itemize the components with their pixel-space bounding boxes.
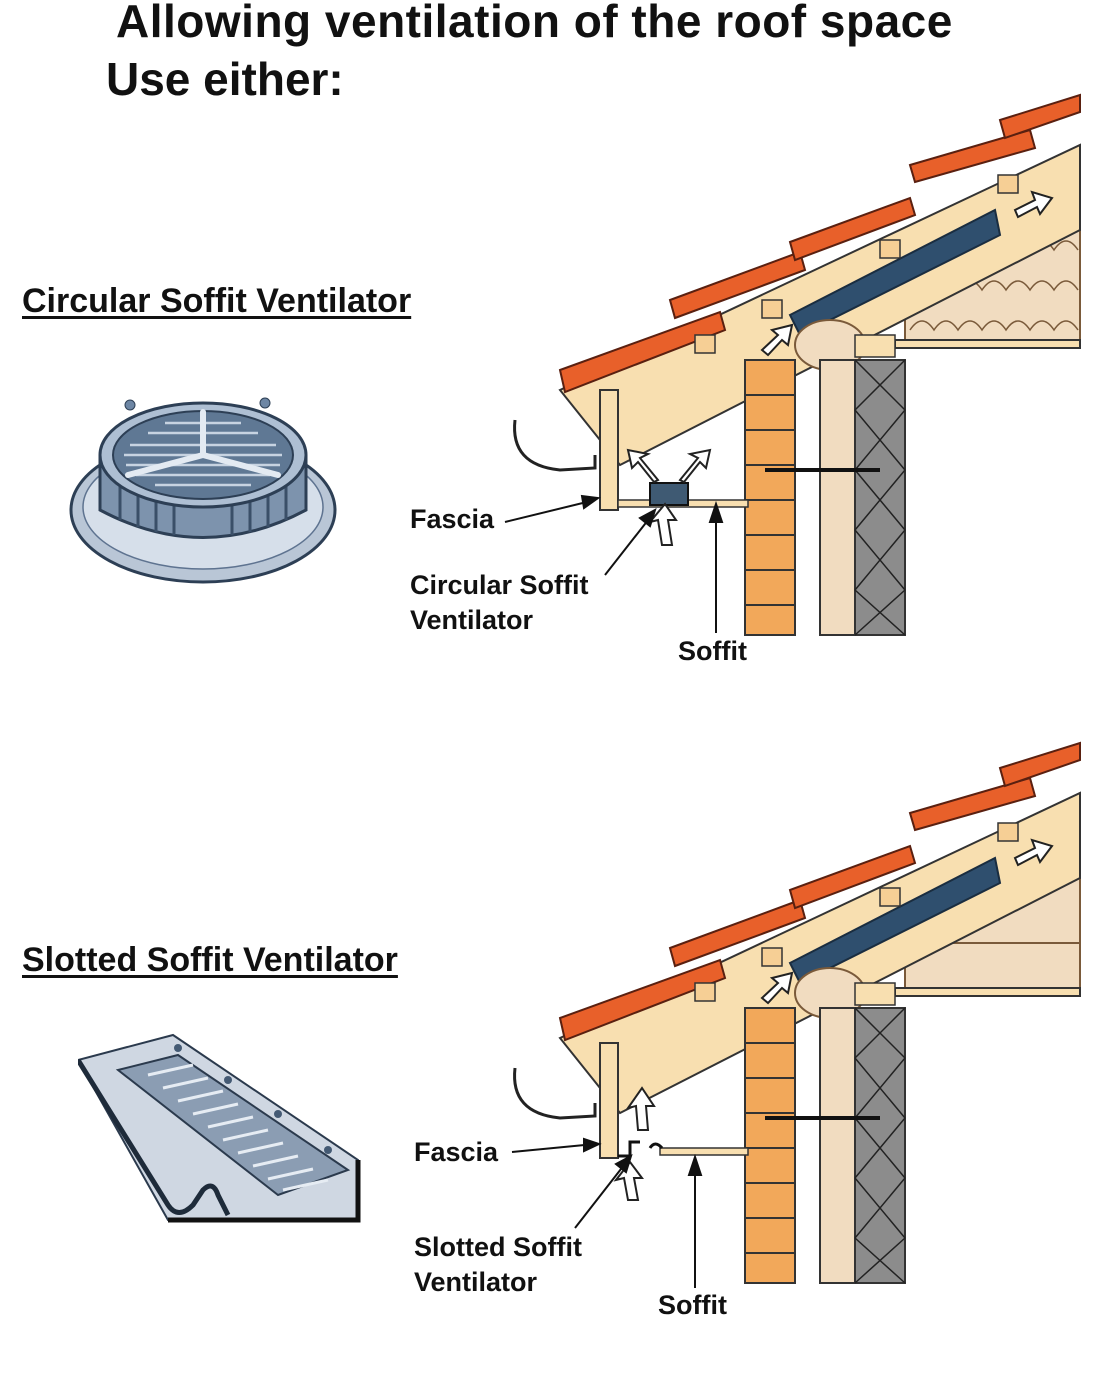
slotted-ventilator-illustration [78,1033,361,1223]
circular-ventilator-eaves-diagram [504,93,1081,636]
slotted-ventilator-heading: Slotted Soffit Ventilator [22,941,398,979]
fascia-label: Fascia [414,1137,499,1167]
page-subtitle: Use either: [106,53,344,105]
slotted-ventilator-label-line1: Slotted Soffit [414,1232,582,1262]
fascia-label: Fascia [410,504,495,534]
page-title: Allowing ventilation of the roof space [116,0,953,47]
soffit-label: Soffit [658,1290,727,1320]
soffit-label: Soffit [678,636,747,666]
slotted-ventilator-label-line2: Ventilator [414,1267,538,1297]
slotted-ventilator-eaves-diagram [511,741,1081,1288]
circular-ventilator-illustration [69,397,337,584]
circular-ventilator-label-line1: Circular Soffit [410,570,589,600]
circular-ventilator-heading: Circular Soffit Ventilator [22,282,412,320]
circular-ventilator-label-line2: Ventilator [410,605,534,635]
